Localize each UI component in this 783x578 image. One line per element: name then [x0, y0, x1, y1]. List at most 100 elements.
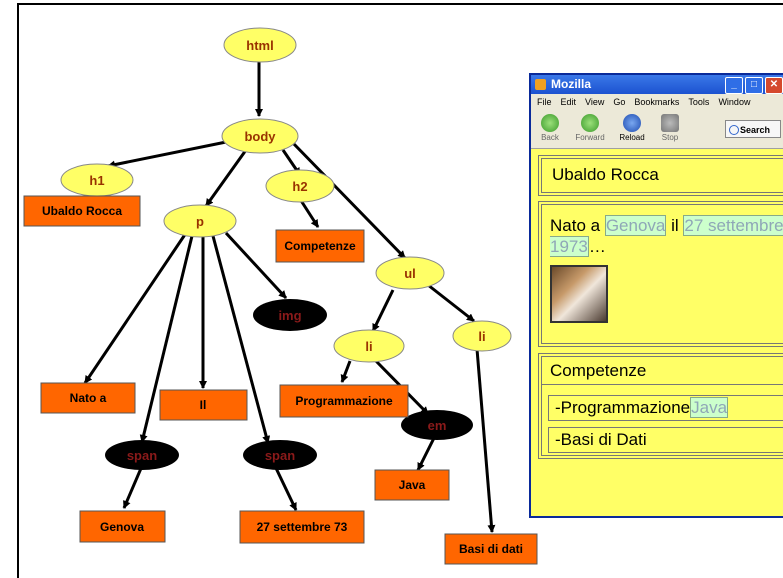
nav-toolbar: Back Forward Reload Stop Search: [531, 110, 783, 149]
forward-arrow-icon: [581, 114, 599, 132]
node-img-label: img: [278, 308, 301, 323]
tree-edges: [76, 62, 496, 533]
node-ul: ul: [375, 256, 445, 290]
text-node-programmazione: Programmazione: [279, 384, 409, 418]
text-node-java-label: Java: [399, 478, 426, 492]
competenze-box: Competenze -ProgrammazioneJava -Basi di …: [538, 353, 783, 459]
node-img: img: [253, 299, 327, 331]
node-h2-label: h2: [292, 179, 307, 194]
list-item-1-em: Java: [690, 397, 729, 418]
reload-button[interactable]: Reload: [615, 112, 649, 142]
page-heading: Ubaldo Rocca: [552, 165, 659, 184]
mozilla-app-icon: [535, 79, 546, 90]
node-body: body: [221, 118, 299, 154]
node-h1: h1: [60, 163, 134, 197]
menu-file[interactable]: File: [537, 97, 552, 107]
reload-icon: [623, 114, 641, 132]
text-node-il: Il: [159, 389, 248, 421]
node-span-1: span: [105, 440, 179, 470]
search-button[interactable]: Search: [725, 120, 781, 138]
close-button[interactable]: ✕: [765, 77, 783, 94]
text-node-nato-label: Nato a: [70, 391, 107, 405]
node-em: em: [401, 410, 473, 440]
city-span: Genova: [604, 215, 667, 236]
edge-p-span1: [139, 235, 194, 443]
node-html-label: html: [246, 38, 273, 53]
node-ul-label: ul: [404, 266, 416, 281]
text-node-genova: Genova: [79, 510, 166, 543]
list-item-2-text: -Basi di Dati: [555, 430, 647, 449]
page-heading-box: Ubaldo Rocca: [538, 155, 783, 196]
edge-body-ul: [290, 140, 407, 260]
node-span-1-label: span: [127, 448, 157, 463]
node-li-1: li: [333, 329, 405, 363]
menu-bar: File Edit View Go Bookmarks Tools Window: [531, 94, 783, 110]
page-content: Ubaldo Rocca Nato a Genova il 27 settemb…: [531, 150, 783, 516]
edge-ul-li1: [371, 289, 395, 332]
profile-photo: [550, 265, 608, 323]
text-node-ubaldo-label: Ubaldo Rocca: [42, 204, 122, 218]
forward-label: Forward: [575, 133, 605, 142]
text-node-nato: Nato a: [40, 382, 136, 414]
para-ellipsis: …: [588, 237, 606, 256]
edge-li1-prog: [340, 360, 352, 383]
edge-ul-li2: [427, 283, 475, 323]
edge-p-img: [224, 231, 288, 300]
node-li-2: li: [452, 320, 512, 352]
list-item-1: -ProgrammazioneJava: [548, 395, 783, 421]
back-label: Back: [541, 133, 559, 142]
para-prefix: Nato a: [550, 216, 601, 235]
edge-li2-basi: [475, 348, 496, 533]
menu-go[interactable]: Go: [613, 97, 626, 107]
window-titlebar[interactable]: Mozilla _ □ ✕: [531, 75, 783, 94]
edge-span1-genova: [122, 465, 144, 509]
text-node-data: 27 settembre 73: [239, 510, 365, 544]
back-button[interactable]: Back: [533, 112, 567, 142]
menu-view[interactable]: View: [585, 97, 605, 107]
text-node-java: Java: [374, 469, 450, 501]
menu-tools[interactable]: Tools: [688, 97, 710, 107]
menu-window[interactable]: Window: [718, 97, 751, 107]
back-arrow-icon: [541, 114, 559, 132]
stop-icon: [661, 114, 679, 132]
search-label: Search: [740, 125, 771, 135]
edge-body-h1: [107, 138, 237, 169]
node-li-1-label: li: [365, 339, 372, 354]
node-span-2: span: [243, 440, 317, 470]
node-p-label: p: [196, 214, 204, 229]
maximize-button[interactable]: □: [745, 77, 763, 94]
node-span-2-label: span: [265, 448, 295, 463]
reload-label: Reload: [619, 133, 645, 142]
node-h1-label: h1: [89, 173, 104, 188]
edge-p-span2: [211, 235, 271, 444]
node-li-2-label: li: [478, 329, 485, 344]
node-p: p: [163, 204, 237, 238]
edge-body-p: [204, 149, 248, 207]
text-node-ubaldo: Ubaldo Rocca: [23, 195, 141, 227]
mozilla-window: Mozilla _ □ ✕ File Edit View Go Bookmark…: [529, 73, 783, 518]
window-title: Mozilla: [551, 77, 592, 91]
forward-button[interactable]: Forward: [573, 112, 607, 142]
text-node-basi: Basi di dati: [444, 533, 538, 565]
node-h2: h2: [265, 169, 335, 203]
text-node-data-label: 27 settembre 73: [257, 520, 348, 534]
node-body-label: body: [244, 129, 276, 144]
menu-bookmarks[interactable]: Bookmarks: [634, 97, 680, 107]
menu-edit[interactable]: Edit: [560, 97, 577, 107]
stop-label: Stop: [661, 133, 679, 142]
text-node-competenze: Competenze: [275, 229, 365, 263]
text-node-competenze-label: Competenze: [284, 239, 356, 253]
edge-em-java: [416, 437, 436, 471]
list-item-1-text: -Programmazione: [555, 398, 691, 417]
edge-h2-competenze: [298, 198, 320, 228]
minimize-button[interactable]: _: [725, 77, 743, 94]
competenze-heading-box: Competenze: [542, 357, 783, 385]
text-node-genova-label: Genova: [100, 520, 144, 534]
list-item-2: -Basi di Dati: [548, 427, 783, 453]
stop-button[interactable]: Stop: [653, 112, 687, 142]
search-icon: [729, 125, 739, 135]
edge-span2-data: [273, 465, 298, 511]
node-em-label: em: [428, 418, 447, 433]
slide-frame: [17, 3, 783, 578]
